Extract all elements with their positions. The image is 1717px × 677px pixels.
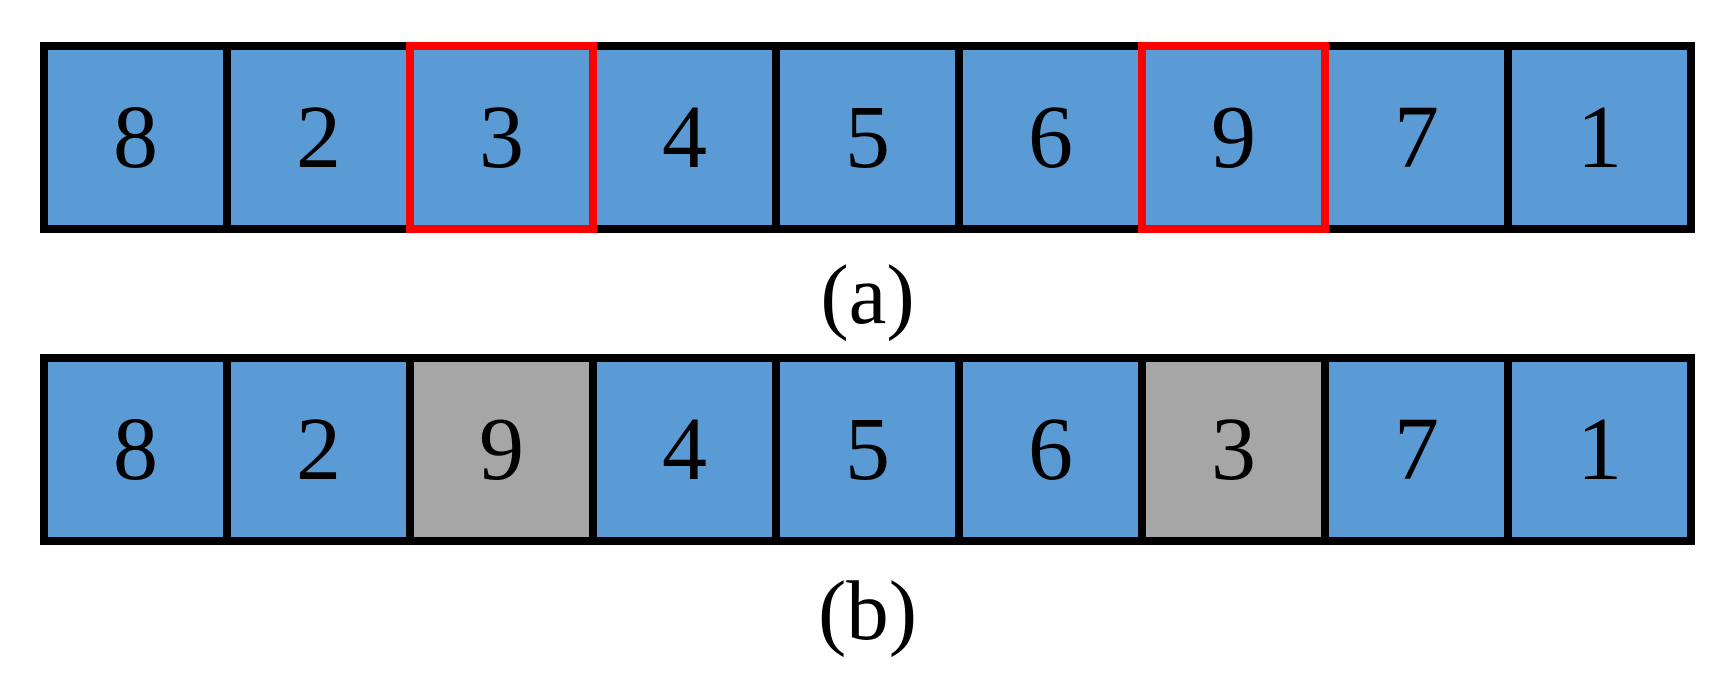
caption-a: (a) [820,247,915,342]
row-a-cell-3-highlighted: 3 [406,42,597,233]
row-b-cell-4: 4 [589,354,780,545]
row-a-cell-4: 4 [589,42,780,233]
row-a-cell-5: 5 [772,42,963,233]
row-a-cell-1: 8 [40,42,231,233]
row-b-cell-2: 2 [223,354,414,545]
row-b-cell-3-swapped: 9 [406,354,597,545]
caption-b: (b) [817,563,918,658]
array-row-b: 8 2 9 4 5 6 3 7 1 [40,354,1695,545]
row-b-cell-7-swapped: 3 [1138,354,1329,545]
row-a-cell-9: 1 [1504,42,1695,233]
row-a-cell-6: 6 [955,42,1146,233]
row-b-cell-8: 7 [1321,354,1512,545]
row-a-cell-7-highlighted: 9 [1138,42,1329,233]
row-b-cell-1: 8 [40,354,231,545]
row-b-cell-9: 1 [1504,354,1695,545]
row-a-cell-8: 7 [1321,42,1512,233]
array-row-a: 8 2 3 4 5 6 9 7 1 [40,42,1695,233]
row-b-cell-6: 6 [955,354,1146,545]
row-a-cell-2: 2 [223,42,414,233]
row-b-cell-5: 5 [772,354,963,545]
